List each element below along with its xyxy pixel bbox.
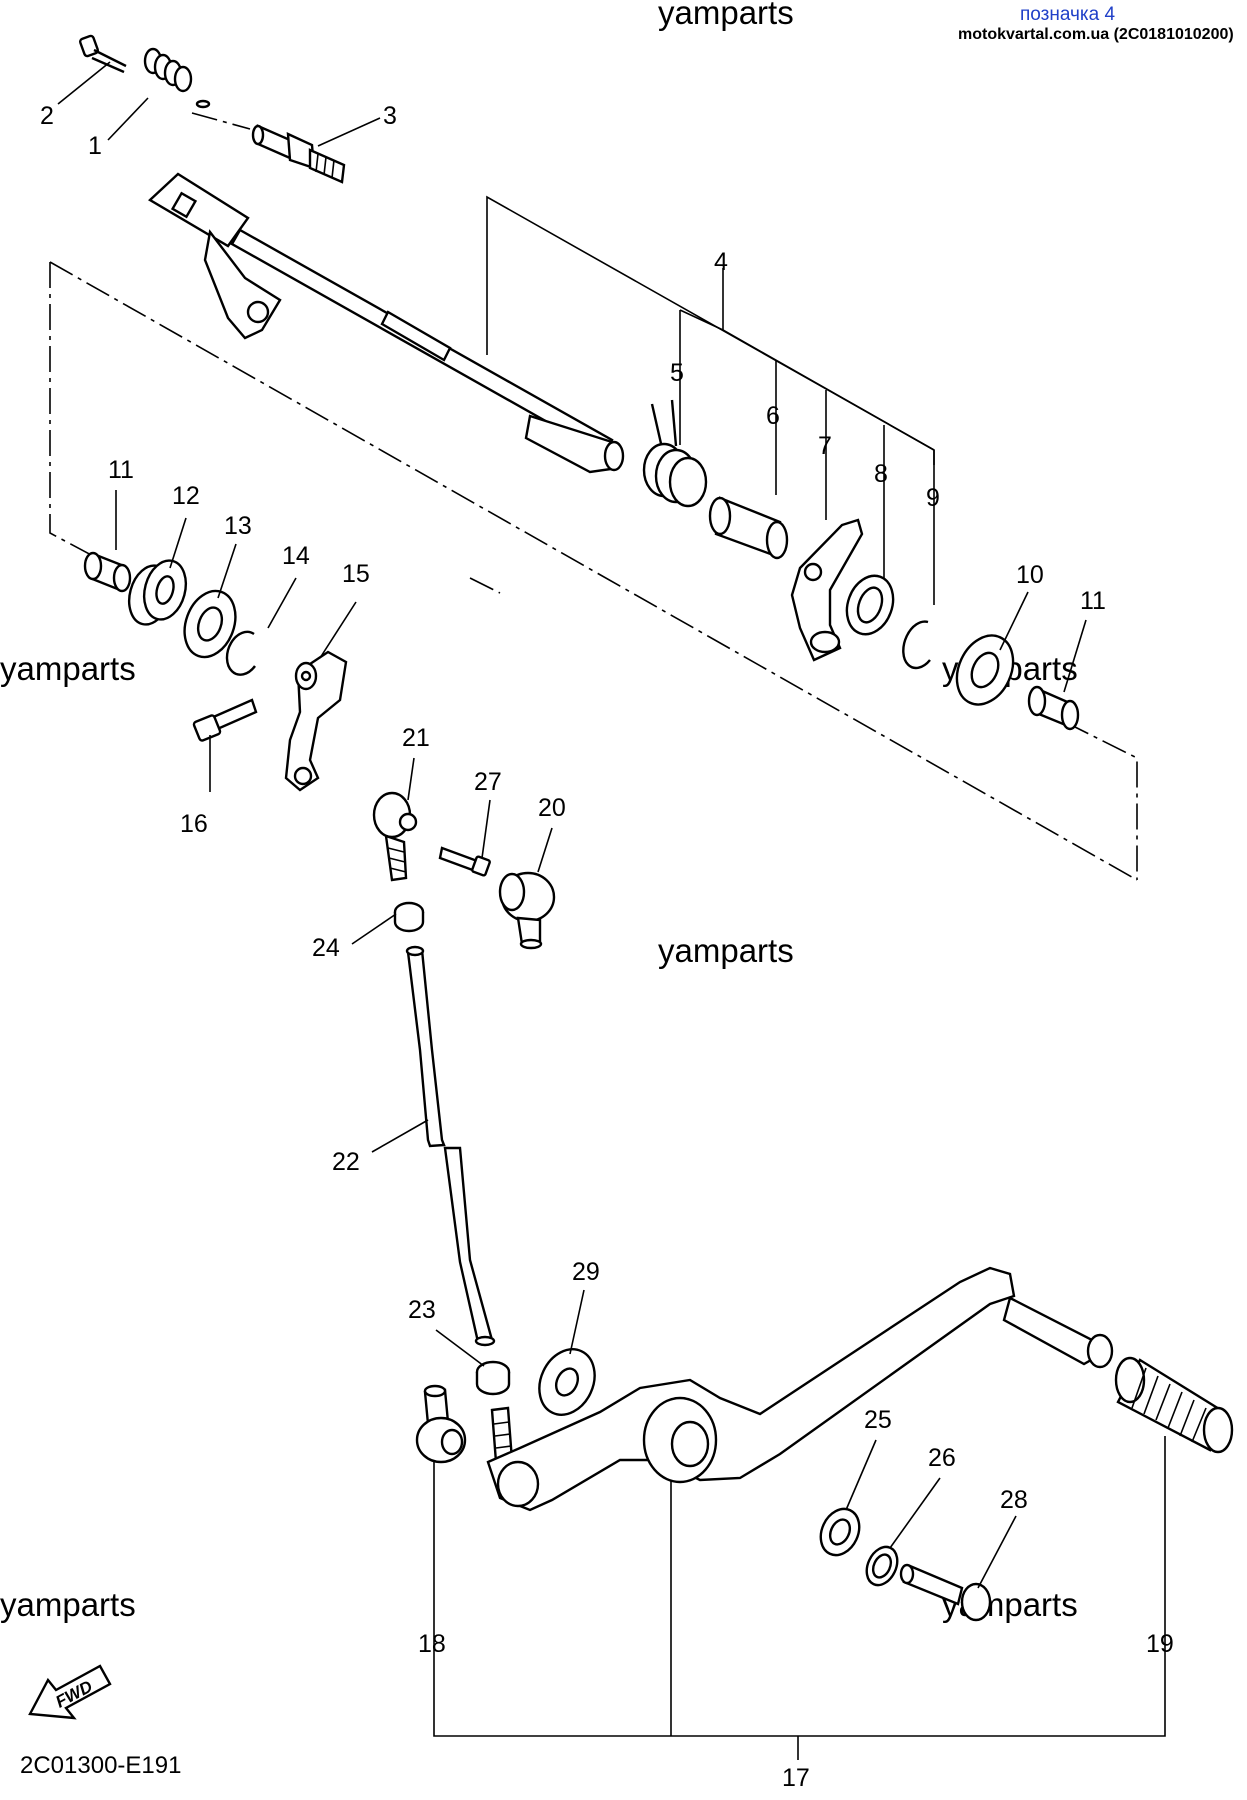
assembly-17-bracket <box>433 1436 1166 1760</box>
callout-26: 26 <box>928 1444 956 1472</box>
callout-27: 27 <box>474 768 502 796</box>
part-20-rod-end <box>498 871 556 950</box>
part-26-washer <box>865 1545 899 1587</box>
part-5-spring <box>642 399 708 508</box>
part-23-nut <box>475 1360 511 1396</box>
part-15-shift-arm <box>284 650 348 792</box>
callout-8: 8 <box>874 460 888 488</box>
part-28-bolt <box>899 1563 992 1622</box>
part-13-washer <box>183 589 237 659</box>
part-24-nut <box>393 901 425 933</box>
part-29-washer <box>538 1348 596 1416</box>
part-1-spring <box>143 47 211 109</box>
shift-pedal-lever <box>486 1266 1114 1512</box>
part-9-circlip <box>902 620 931 670</box>
callout-14: 14 <box>282 542 310 570</box>
part-2-bolt <box>78 34 127 74</box>
callout-1: 1 <box>88 132 102 160</box>
callout-20: 20 <box>538 794 566 822</box>
part-16-bolt <box>192 698 258 742</box>
callout-19: 19 <box>1146 1630 1174 1658</box>
callout-3: 3 <box>383 102 397 130</box>
fwd-arrow-icon: FWD <box>28 1664 112 1720</box>
callout-9: 9 <box>926 484 940 512</box>
shift-shaft <box>148 172 625 474</box>
callout-11: 11 <box>1080 587 1106 615</box>
lever-stud <box>490 1406 514 1464</box>
part-11-bearing <box>1027 685 1080 731</box>
assembly-4-bracket <box>679 268 935 605</box>
part-10-washer <box>955 634 1015 706</box>
header-source: motokvartal.com.ua (2C0181010200) <box>958 26 1234 43</box>
callout-2: 2 <box>40 102 54 130</box>
part-6-collar <box>708 496 789 560</box>
callout-25: 25 <box>864 1406 892 1434</box>
diagram-code: 2C01300-E191 <box>20 1752 182 1779</box>
callout-23: 23 <box>408 1296 436 1324</box>
watermark: yamparts <box>658 0 794 31</box>
callout-24: 24 <box>312 934 340 962</box>
callout-28: 28 <box>1000 1486 1028 1514</box>
part-18-pivot <box>415 1384 467 1464</box>
callout-29: 29 <box>572 1258 600 1286</box>
part-8-washer <box>845 574 895 636</box>
leader-lines <box>57 61 1087 1589</box>
part-12-oil-seal <box>127 559 188 626</box>
callout-12: 12 <box>172 482 200 510</box>
callout-10: 10 <box>1016 561 1044 589</box>
watermark: yamparts <box>0 1586 136 1623</box>
callout-4: 4 <box>714 248 728 276</box>
callout-22: 22 <box>332 1148 360 1176</box>
part-21-rod-end <box>372 791 418 882</box>
callout-7: 7 <box>818 432 832 460</box>
callout-13: 13 <box>224 512 252 540</box>
part-19-pedal-rubber <box>1114 1356 1234 1454</box>
part-27-bolt <box>438 846 491 877</box>
part-11-bearing <box>83 551 132 593</box>
part-22-shift-rod <box>405 945 496 1347</box>
watermark: yamparts <box>658 932 794 969</box>
callout-16: 16 <box>180 810 208 838</box>
callout-5: 5 <box>670 359 684 387</box>
callout-18: 18 <box>418 1630 446 1658</box>
part-7-lever <box>790 518 864 662</box>
callout-6: 6 <box>766 402 780 430</box>
watermark: yamparts <box>0 650 136 687</box>
callout-17: 17 <box>782 1764 810 1792</box>
callout-11: 11 <box>108 456 134 484</box>
callout-15: 15 <box>342 560 370 588</box>
header-label: позначка 4 <box>1020 4 1116 25</box>
part-14-circlip <box>225 630 256 676</box>
part-25-washer <box>819 1507 861 1557</box>
part-3-stud <box>251 124 346 184</box>
callout-21: 21 <box>402 724 430 752</box>
